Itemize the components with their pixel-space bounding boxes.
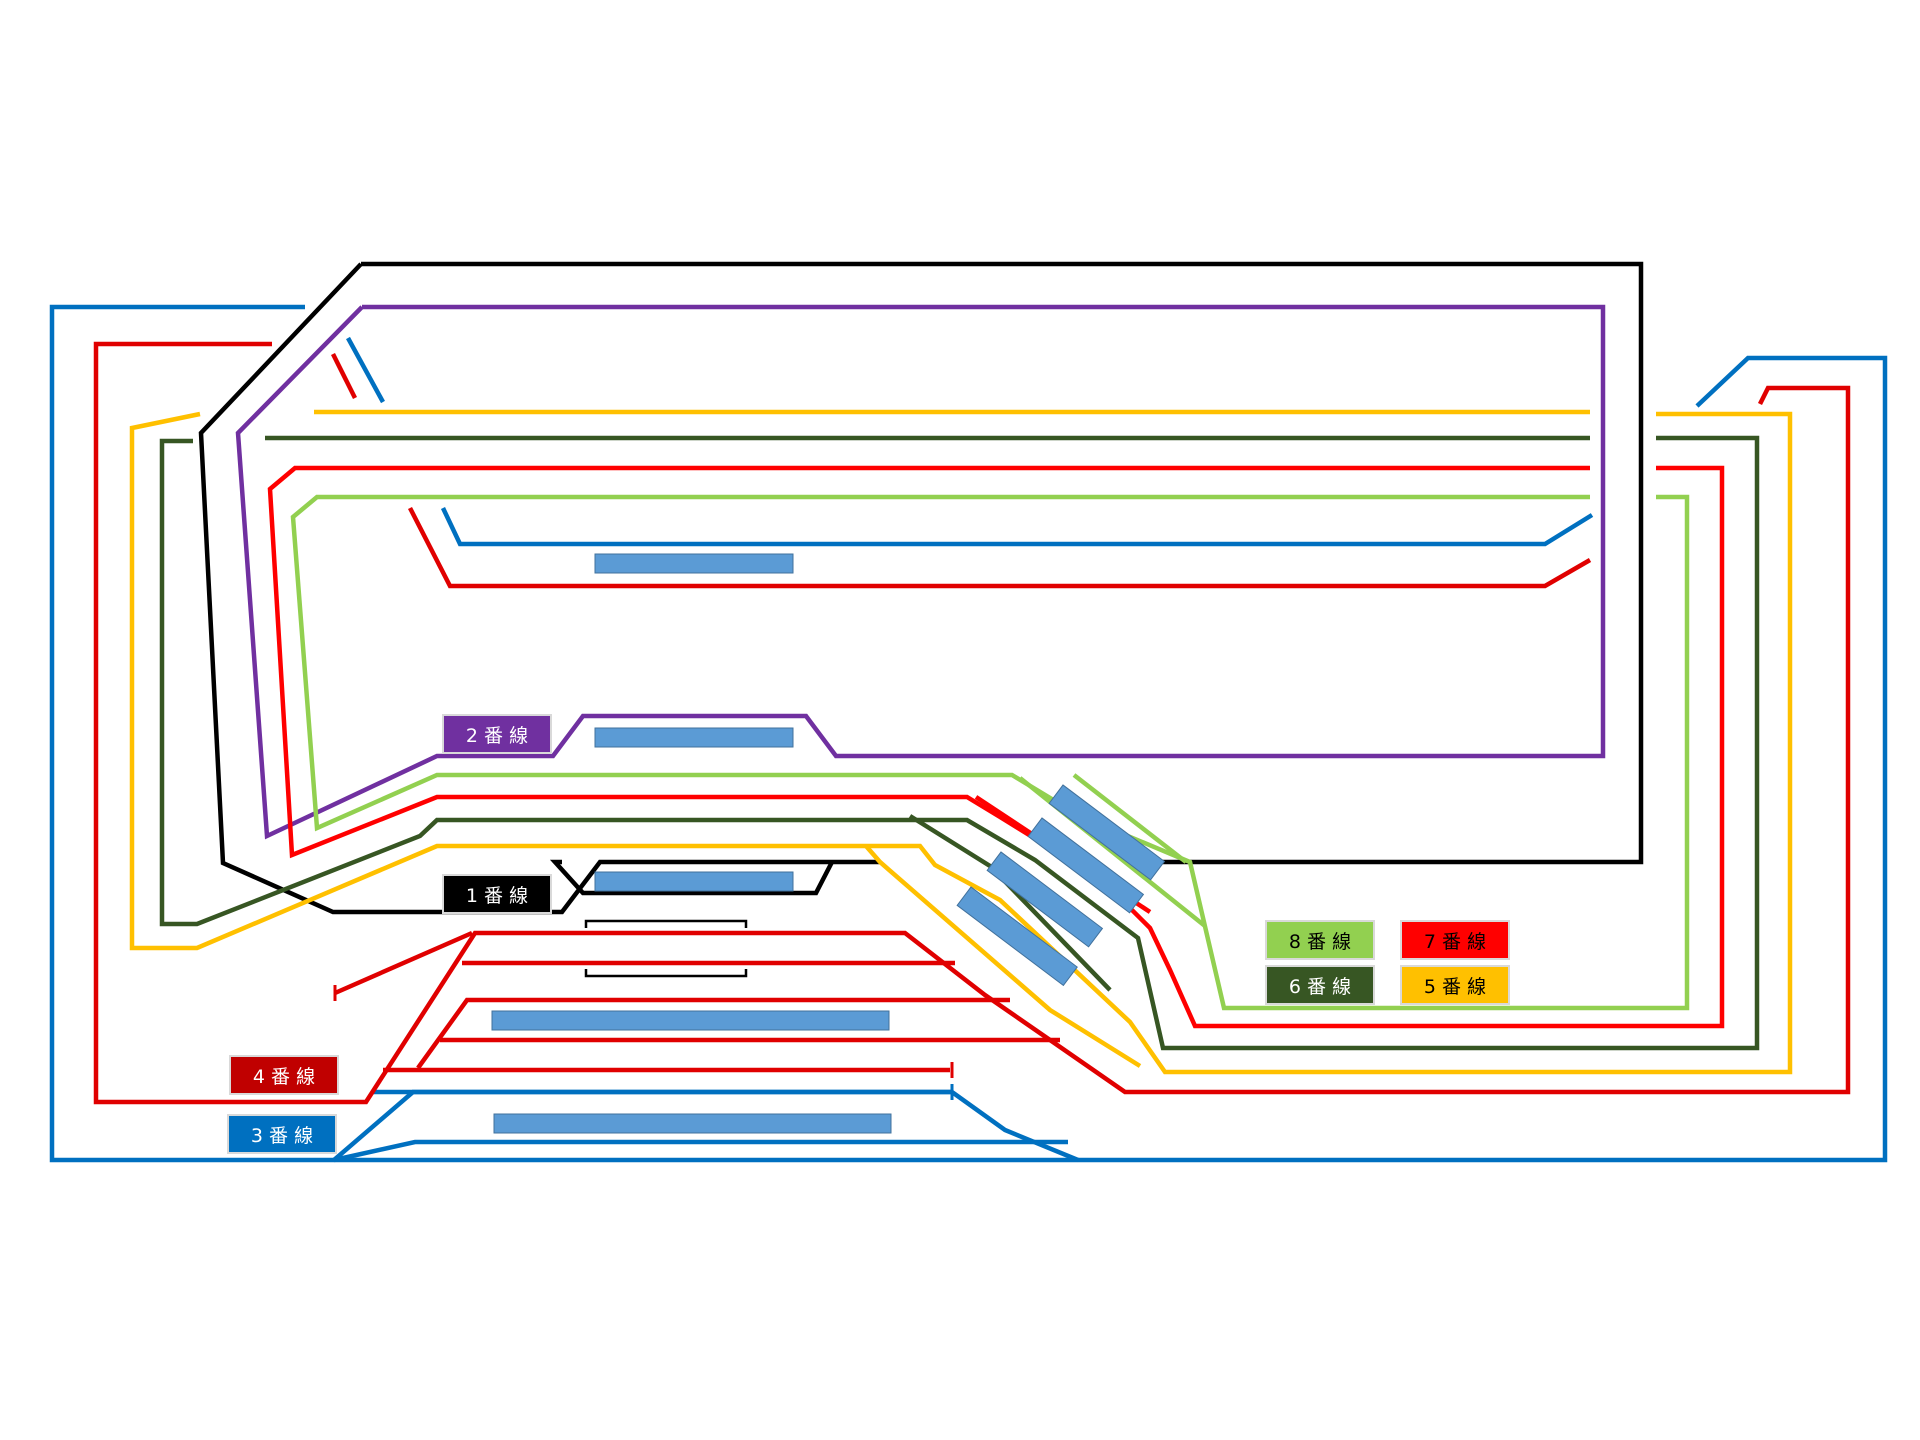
label-text: 6 番 線 (1288, 975, 1352, 998)
label-text: 3 番 線 (250, 1124, 314, 1147)
platform (594, 553, 794, 574)
label-text: 1 番 線 (465, 884, 529, 907)
label-text: 2 番 線 (465, 724, 529, 747)
label-text: 7 番 線 (1423, 930, 1487, 953)
line-6-track (159, 435, 1760, 1051)
label-line-2: 2 番 線 (442, 714, 552, 754)
platform (956, 886, 1078, 987)
platform (1027, 817, 1145, 914)
label-line-4: 4 番 線 (229, 1055, 339, 1095)
line-2-track (235, 304, 1606, 840)
label-line-8: 8 番 線 (1265, 920, 1375, 960)
platform (986, 851, 1104, 948)
label-text: 8 番 線 (1288, 930, 1352, 953)
platform (594, 871, 794, 892)
label-text: 4 番 線 (252, 1065, 316, 1088)
platform (1048, 784, 1166, 881)
platform (594, 727, 794, 748)
platform (493, 1113, 892, 1134)
label-line-1: 1 番 線 (442, 874, 552, 914)
label-line-3: 3 番 線 (227, 1114, 337, 1154)
line-1-track (198, 261, 1644, 915)
line-5-track (129, 409, 1793, 1075)
bracket-marks (584, 919, 748, 978)
platform (491, 1010, 890, 1031)
label-text: 5 番 線 (1423, 975, 1487, 998)
label-line-7: 7 番 線 (1400, 920, 1510, 960)
buffer-stops (333, 985, 954, 1100)
label-line-6: 6 番 線 (1265, 965, 1375, 1005)
line-3-track (49, 304, 1888, 1163)
line-4-track (93, 341, 1851, 1105)
platforms (491, 553, 1166, 1134)
label-line-5: 5 番 線 (1400, 965, 1510, 1005)
